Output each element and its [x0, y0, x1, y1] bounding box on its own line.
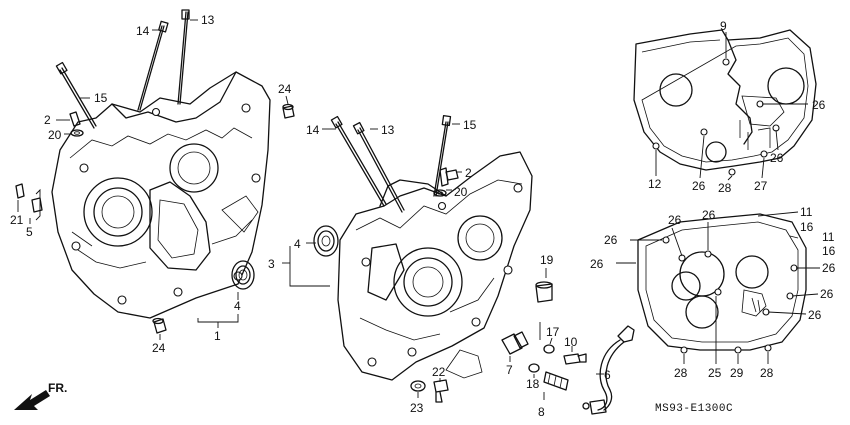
wire-harness — [582, 325, 635, 415]
callout-26: 26 — [668, 213, 682, 227]
right-oil-seal — [313, 225, 339, 257]
callout-4: 4 — [234, 299, 241, 313]
callout-26: 26 — [808, 308, 822, 322]
callout-15: 15 — [94, 91, 108, 105]
left-small-parts — [15, 103, 295, 334]
diagram-code: MS93-E1300C — [655, 403, 733, 415]
callout-26: 26 — [604, 233, 618, 247]
callout-1: 1 — [214, 329, 221, 343]
callout-28: 28 — [760, 366, 774, 380]
callout-9: 9 — [720, 19, 727, 33]
callout-11: 11 — [822, 230, 835, 244]
left-oil-seal — [231, 260, 255, 290]
front-direction-arrow: FR. — [14, 381, 67, 410]
left-crankcase-half — [51, 71, 271, 319]
callout-14: 14 — [136, 24, 150, 38]
right-studs — [330, 114, 452, 213]
callout-4: 4 — [294, 237, 301, 251]
callout-26: 26 — [812, 98, 826, 112]
right-crankcase-half — [337, 151, 533, 381]
callout-6: 6 — [604, 368, 611, 382]
callout-23: 23 — [410, 401, 424, 415]
callout-18: 18 — [526, 377, 540, 391]
callout-29: 29 — [730, 366, 744, 380]
callout-21: 21 — [10, 213, 24, 227]
callout-24: 24 — [278, 82, 292, 96]
callout-2: 2 — [465, 166, 472, 180]
callout-26: 26 — [770, 151, 784, 165]
leader-lines — [17, 19, 820, 400]
callout-27: 27 — [754, 179, 768, 193]
callout-15: 15 — [463, 118, 477, 132]
left-studs — [55, 9, 190, 129]
callout-13: 13 — [201, 13, 215, 27]
callout-26: 26 — [590, 257, 604, 271]
callout-28: 28 — [674, 366, 688, 380]
callout-14: 14 — [306, 123, 320, 137]
callout-26: 26 — [820, 287, 834, 301]
callout-5: 5 — [26, 225, 33, 239]
callout-10: 10 — [564, 335, 578, 349]
callout-26: 26 — [822, 261, 836, 275]
callout-22: 22 — [432, 365, 446, 379]
callout-7: 7 — [506, 363, 513, 377]
direction-label: FR. — [48, 381, 67, 395]
callout-12: 12 — [648, 177, 662, 191]
callout-labels: 14 13 15 2 20 24 21 5 4 1 24 14 13 15 2 … — [10, 13, 836, 419]
callout-24: 24 — [152, 341, 166, 355]
callout-25: 25 — [708, 366, 722, 380]
callout-16: 16 — [822, 244, 836, 258]
callout-19: 19 — [540, 253, 554, 267]
callout-3: 3 — [268, 257, 275, 271]
callout-20: 20 — [454, 185, 468, 199]
callout-26: 26 — [702, 208, 716, 222]
callout-11: 11 — [800, 205, 813, 219]
lower-gasket — [637, 213, 807, 354]
right-small-parts — [410, 167, 587, 403]
callout-17: 17 — [546, 325, 560, 339]
callout-26: 26 — [692, 179, 706, 193]
callout-16: 16 — [800, 220, 814, 234]
callout-20: 20 — [48, 128, 62, 142]
callout-8: 8 — [538, 405, 545, 419]
callout-13: 13 — [381, 123, 395, 137]
upper-gasket — [633, 29, 817, 176]
callout-2: 2 — [44, 113, 51, 127]
callout-28: 28 — [718, 181, 732, 195]
